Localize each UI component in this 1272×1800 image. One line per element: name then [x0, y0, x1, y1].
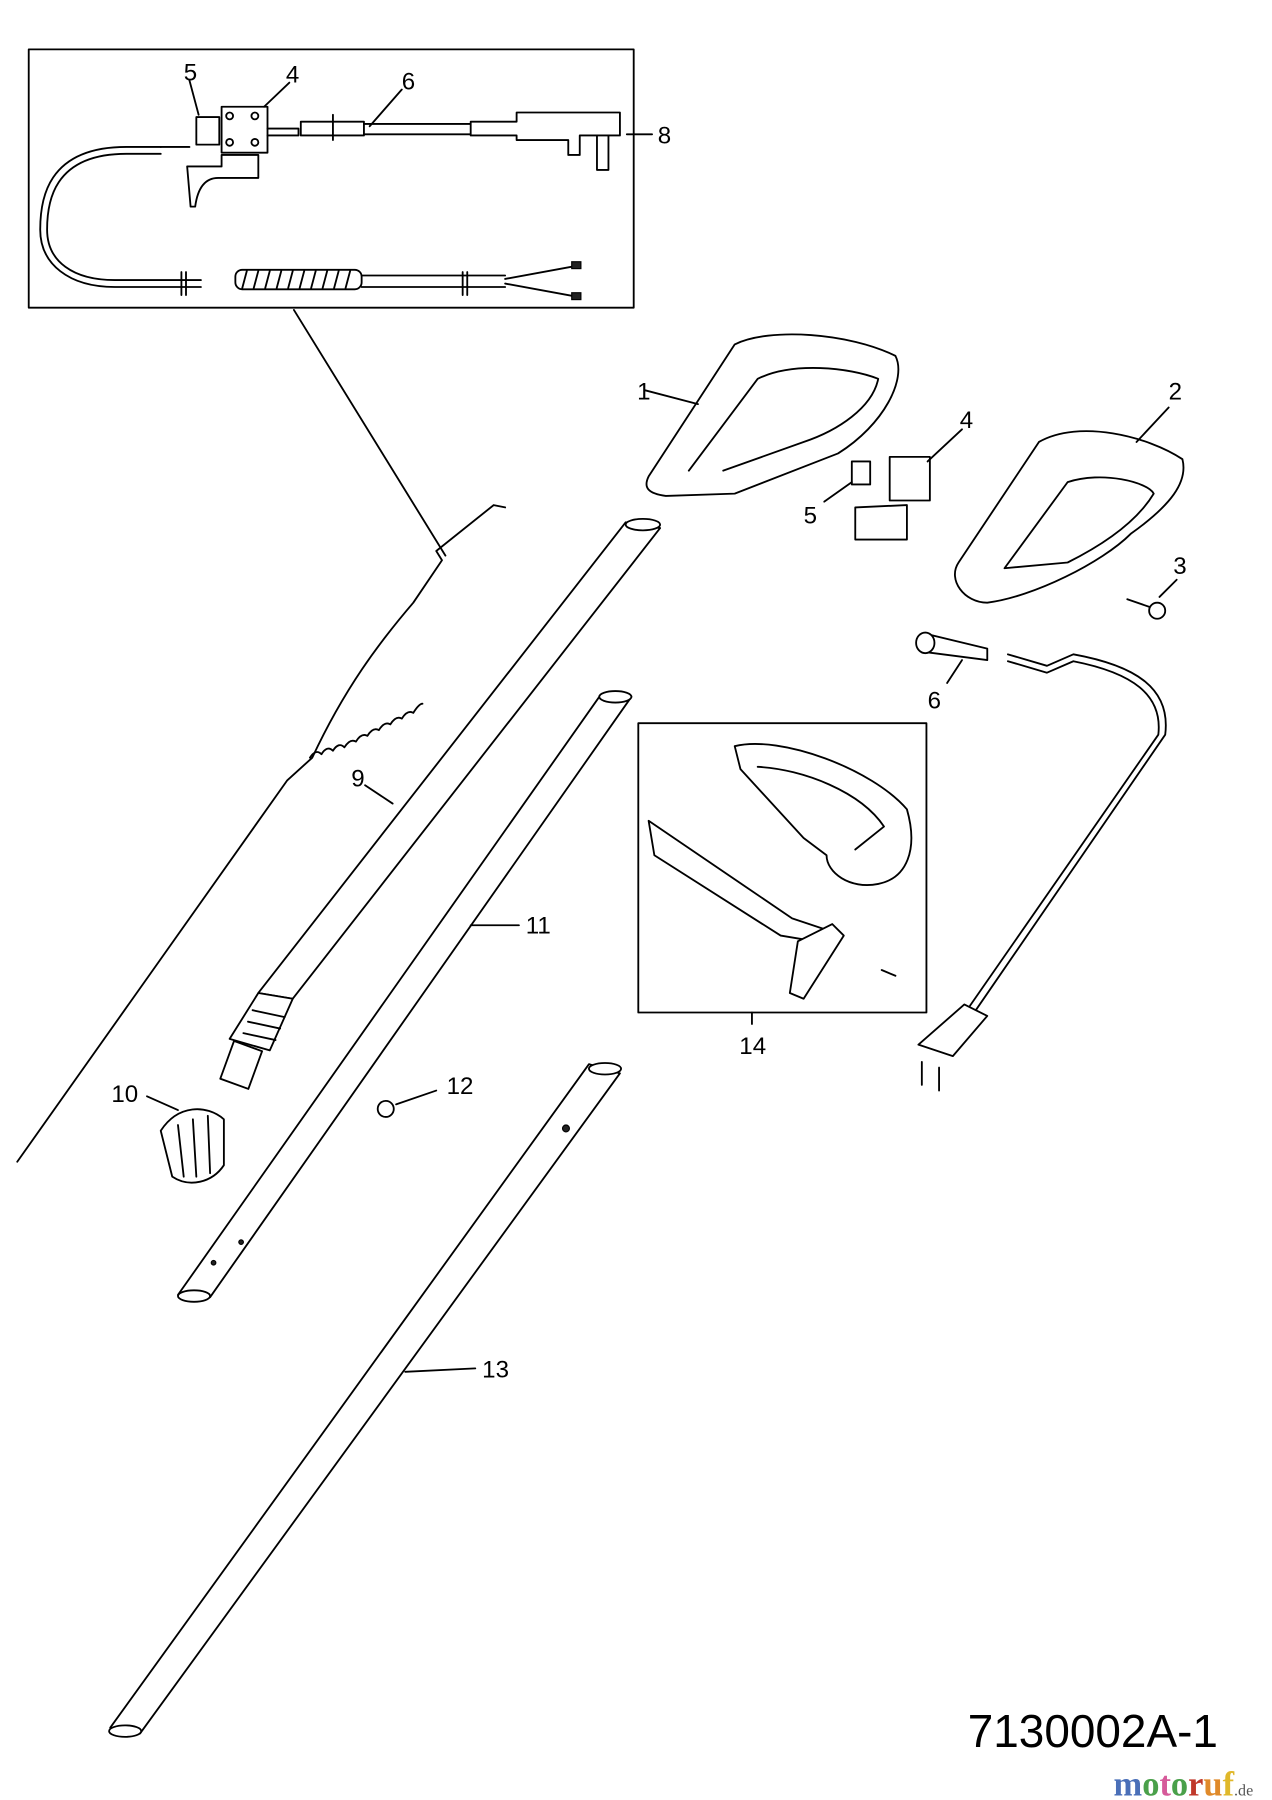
callout-9: 9 — [351, 765, 364, 792]
callout-inset-4: 4 — [286, 62, 299, 89]
part-5-cap: 5 — [804, 460, 872, 529]
callout-4: 4 — [960, 407, 973, 434]
part-3-screw: 3 — [1126, 553, 1187, 620]
part-11-middle-tube: 11 — [177, 690, 633, 1303]
part-6-cable-sleeve: 6 — [915, 631, 989, 714]
callout-3: 3 — [1173, 553, 1186, 580]
callout-10: 10 — [111, 1081, 138, 1108]
callout-6: 6 — [928, 687, 941, 714]
callout-11: 11 — [526, 912, 551, 939]
callout-1: 1 — [637, 378, 650, 405]
svg-text:motoruf.de: motoruf.de — [1114, 1765, 1254, 1800]
callout-14: 14 — [739, 1033, 766, 1060]
inset-cable-assembly: 5 4 6 8 — [27, 48, 671, 309]
callout-inset-6: 6 — [402, 69, 415, 96]
callout-inset-8: 8 — [658, 122, 671, 149]
watermark-logo: motoruf.de — [1114, 1765, 1254, 1800]
part-4-switch: 4 — [854, 407, 973, 541]
part-10-knob: 10 — [111, 1081, 225, 1184]
callout-5: 5 — [804, 502, 817, 529]
part-1-handle-half: 1 — [637, 333, 900, 497]
part-2-handle-half: 2 — [954, 378, 1185, 604]
power-cord — [917, 653, 1167, 1092]
part-14-inset: 14 — [637, 722, 928, 1060]
part-9-upper-shaft: 9 — [219, 517, 662, 1090]
internal-wire — [16, 504, 507, 1163]
part-13-lower-tube: 13 — [108, 1062, 622, 1738]
callout-inset-5: 5 — [184, 59, 197, 86]
callout-13: 13 — [482, 1357, 509, 1384]
callout-12: 12 — [447, 1073, 474, 1100]
callout-2: 2 — [1169, 378, 1182, 405]
diagram-code: 7130002A-1 — [968, 1705, 1218, 1757]
part-12-screw: 12 — [376, 1073, 474, 1118]
